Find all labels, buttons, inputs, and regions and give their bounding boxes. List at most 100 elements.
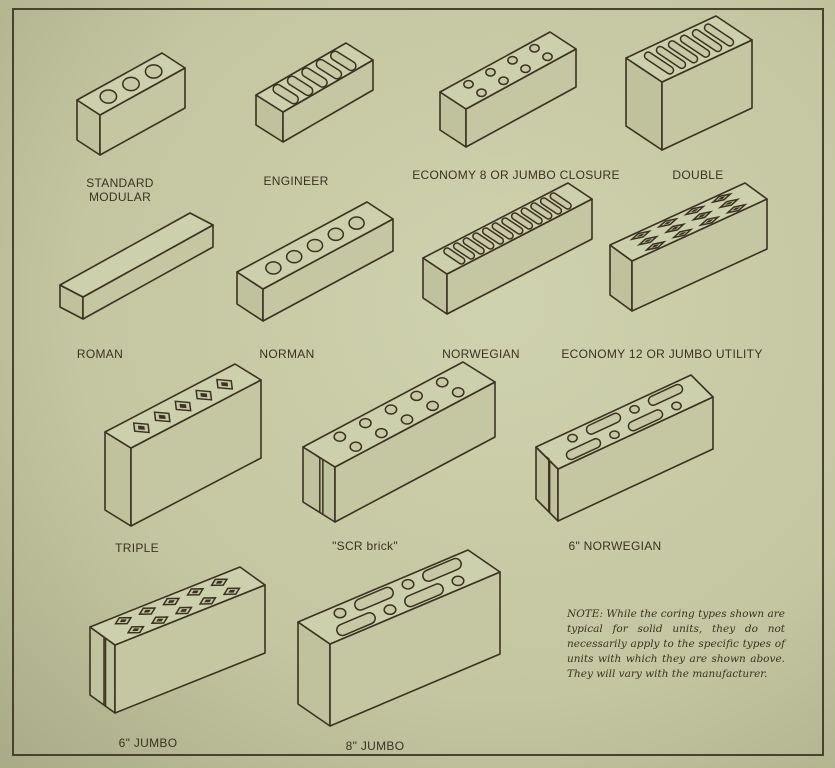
core-hole-circle [349, 441, 363, 452]
notch-line [544, 455, 550, 511]
label-engineer: ENGINEER [263, 174, 329, 188]
brick-6-norwegian [535, 374, 714, 522]
core-hole-slot-inner [464, 238, 484, 254]
core-hole-diamond-shadow [705, 219, 714, 223]
core-hole-slot-inner [355, 588, 393, 610]
core-hole-slot-inner [629, 410, 662, 430]
core-hole-circle [401, 578, 415, 590]
core-hole-diamond-shadow [137, 425, 145, 430]
core-hole-diamond-shadow [221, 382, 229, 387]
core-hole-slot-inner [302, 68, 327, 87]
core-hole-diamond-shadow [132, 628, 140, 632]
core-hole-circle [485, 67, 496, 77]
core-hole-diamond-shadow [167, 600, 175, 603]
label-roman: ROMAN [76, 347, 124, 361]
core-hole-diamond-shadow [119, 619, 127, 623]
core-hole-slot-inner [405, 584, 443, 606]
label-6-norwegian: 6" NORWEGIAN [568, 539, 662, 553]
brick-roman [59, 212, 214, 320]
core-hole-slot-inner [567, 439, 600, 459]
core-hole-slot-inner [669, 41, 697, 62]
core-hole-diamond-shadow [671, 226, 679, 230]
core-hole-slot-inner [512, 213, 532, 229]
core-hole-slot-inner [331, 52, 356, 70]
core-hole-slot-inner [541, 198, 561, 214]
brick-triple [104, 363, 262, 527]
core-hole-circle [383, 604, 397, 616]
core-hole-slot-inner [645, 52, 673, 74]
core-hole-diamond-shadow [698, 214, 706, 218]
label-line: STANDARD [86, 176, 154, 190]
brick-top-face [59, 212, 214, 298]
core-hole-slot-inner [444, 248, 464, 264]
core-hole-circle [348, 216, 365, 230]
core-hole-slot-inner [502, 218, 522, 234]
label-triple: TRIPLE [115, 541, 159, 555]
core-hole-circle [629, 404, 640, 414]
core-hole-slot-inner [705, 24, 733, 46]
core-hole-slot-inner [522, 208, 542, 224]
brick-double [625, 15, 753, 151]
core-hole-circle [671, 401, 682, 411]
core-hole-slot-inner [288, 76, 312, 95]
brick-top-face [89, 566, 266, 646]
core-hole-circle [529, 43, 540, 53]
core-hole-circle [451, 575, 465, 587]
core-hole-circle [567, 433, 578, 443]
brick-engineer [255, 42, 374, 143]
core-hole-circle [306, 238, 324, 253]
core-hole-diamond-shadow [690, 208, 699, 213]
brick-standard-modular [76, 52, 186, 156]
core-hole-slot-inner [693, 30, 721, 51]
brick-scr-brick [302, 361, 496, 523]
core-hole-circle [463, 79, 474, 89]
brick-economy-12 [609, 182, 768, 312]
brick-8-jumbo [297, 549, 501, 727]
label-norwegian: NORWEGIAN [442, 347, 520, 361]
core-hole-diamond-shadow [636, 233, 645, 238]
coring-note: NOTE: While the coring types shown are t… [567, 608, 785, 680]
core-hole-slot-inner [473, 233, 493, 249]
core-hole-circle [333, 431, 347, 442]
core-hole-slot-inner [587, 414, 620, 434]
core-hole-circle [451, 387, 465, 398]
core-hole-circle [122, 76, 140, 92]
label-norman: NORMAN [259, 347, 315, 361]
core-hole-slot-inner [337, 613, 375, 635]
core-hole-slot-inner [423, 559, 461, 581]
label-economy-8: ECONOMY 8 OR JUMBO CLOSURE [412, 168, 620, 182]
core-hole-circle [144, 64, 163, 79]
brick-economy-8 [439, 31, 577, 148]
label-scr-brick: "SCR brick" [332, 539, 398, 553]
brick-top-face [302, 361, 496, 468]
core-hole-diamond-shadow [204, 599, 212, 603]
core-hole-circle [400, 414, 414, 425]
core-hole-slot-inner [531, 203, 551, 219]
core-hole-diamond-shadow [156, 618, 164, 622]
core-hole-circle [374, 427, 388, 439]
core-hole-circle [498, 76, 509, 86]
core-hole-diamond-shadow [158, 414, 166, 420]
core-hole-circle [285, 249, 303, 264]
core-hole-circle [358, 417, 372, 429]
core-hole-slot-inner [657, 47, 685, 68]
core-hole-slot-inner [649, 385, 682, 405]
core-hole-diamond-shadow [228, 589, 236, 593]
label-double: DOUBLE [672, 168, 724, 182]
core-hole-circle [333, 607, 347, 619]
core-hole-diamond-shadow [143, 609, 151, 613]
label-8-jumbo: 8" JUMBO [345, 739, 405, 753]
label-line: MODULAR [88, 190, 152, 204]
core-hole-diamond-shadow [678, 231, 687, 236]
core-hole-slot-inner [483, 228, 503, 244]
core-hole-slot-inner [273, 85, 298, 103]
core-hole-circle [520, 64, 531, 74]
brick-norwegian [422, 182, 593, 315]
core-hole-diamond-shadow [180, 609, 188, 612]
core-hole-slot-inner [493, 223, 513, 239]
core-hole-diamond-shadow [215, 580, 223, 584]
core-hole-diamond-shadow [200, 392, 208, 398]
core-hole-circle [384, 404, 398, 415]
